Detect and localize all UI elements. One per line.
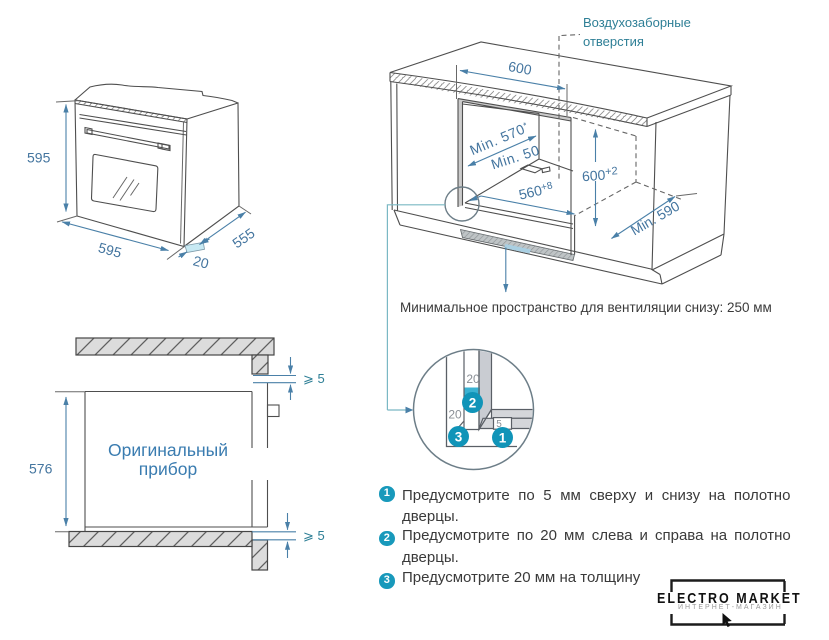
svg-text:600+2: 600+2 [581, 165, 618, 184]
svg-text:3: 3 [455, 429, 463, 444]
svg-text:Min. 590: Min. 590 [628, 198, 683, 239]
svg-text:Воздухозаборные: Воздухозаборные [583, 15, 691, 30]
svg-text:595: 595 [27, 150, 51, 166]
svg-text:595: 595 [97, 239, 124, 261]
svg-text:Оригинальный: Оригинальный [108, 440, 228, 460]
svg-text:600: 600 [507, 58, 533, 78]
svg-text:прибор: прибор [139, 459, 197, 479]
svg-text:20: 20 [192, 252, 211, 271]
svg-text:555: 555 [229, 225, 257, 252]
svg-text:⩾ 5: ⩾ 5 [303, 371, 325, 386]
svg-text:5: 5 [496, 419, 502, 430]
svg-text:20: 20 [448, 408, 462, 422]
svg-text:560+8: 560+8 [517, 179, 555, 203]
svg-text:2: 2 [469, 395, 477, 410]
svg-text:20: 20 [466, 372, 480, 386]
svg-text:отверстия: отверстия [583, 34, 644, 49]
svg-text:1: 1 [499, 430, 507, 445]
svg-text:576: 576 [29, 461, 53, 477]
svg-text:⩾ 5: ⩾ 5 [303, 528, 325, 543]
